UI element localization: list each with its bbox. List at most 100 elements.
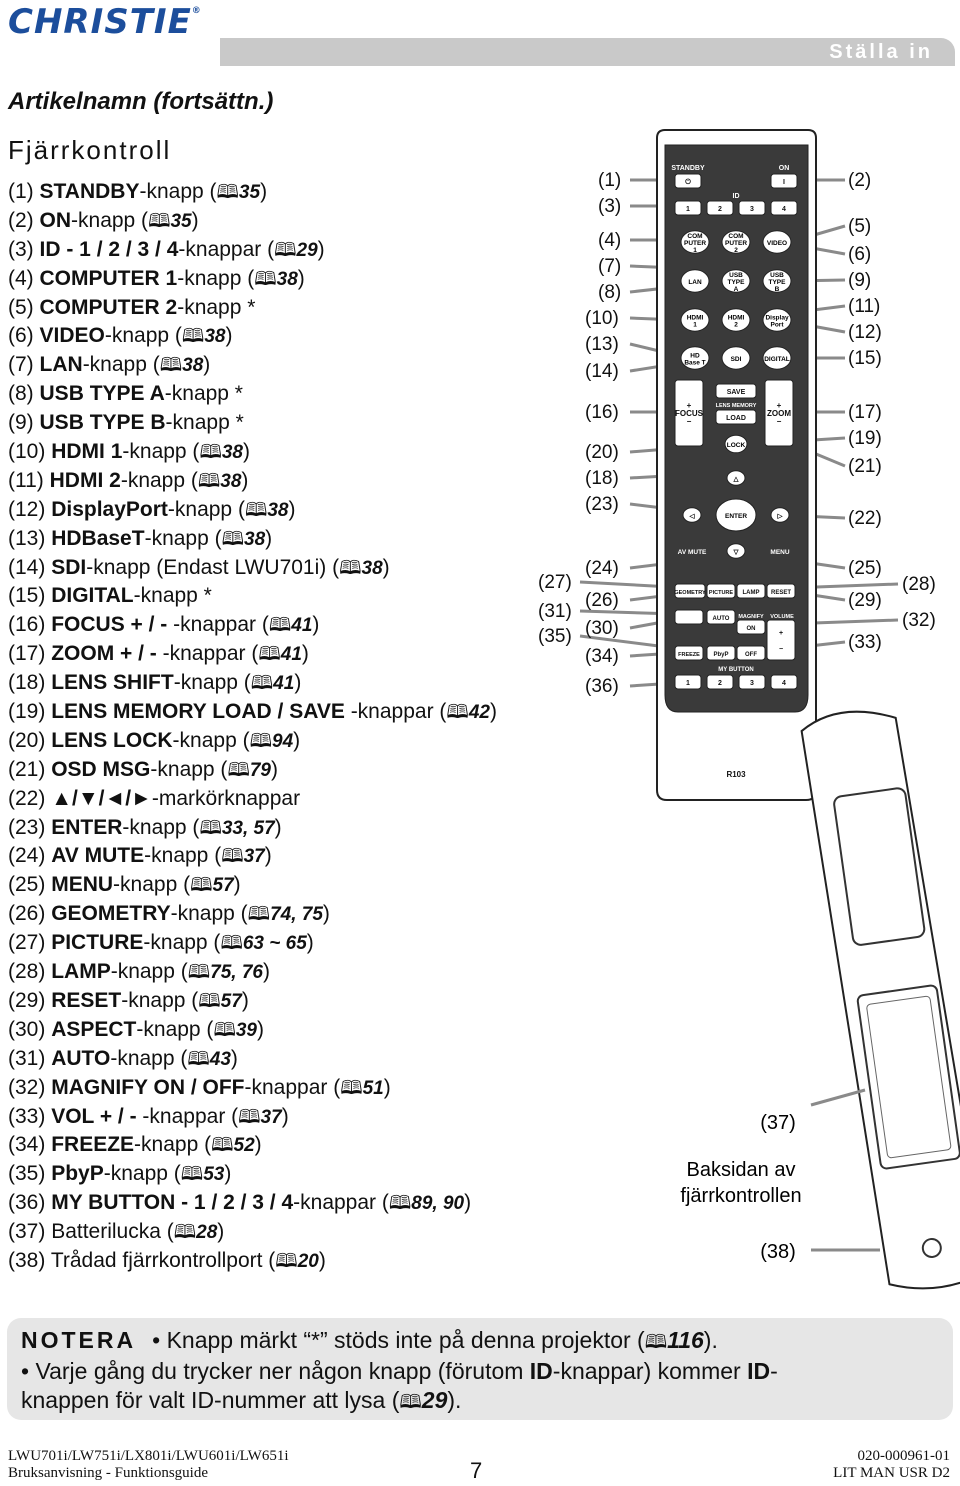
hdbaset-button[interactable]: HDBase T	[680, 346, 710, 370]
item-page: 35	[170, 210, 192, 232]
item-name: PbyP	[51, 1162, 104, 1186]
remote-button-label: AUTO	[713, 616, 730, 622]
item-number: (8)	[8, 382, 34, 406]
item-end: )	[264, 844, 272, 868]
magnify-on-button[interactable]: ON	[736, 619, 766, 635]
book-icon: 🕮	[399, 1392, 422, 1413]
freeze-button[interactable]: FREEZE	[674, 645, 704, 661]
book-icon: 🕮	[199, 817, 222, 839]
standby-button[interactable]: ⏻	[674, 173, 702, 189]
on-button[interactable]: I	[770, 173, 798, 189]
list-item: (28) LAMP-knapp (🕮75, 76)	[8, 958, 608, 987]
callout-label: (4)	[598, 230, 621, 251]
pbyp-button[interactable]: PbyP	[706, 645, 736, 661]
my1-button[interactable]: 1	[674, 674, 702, 690]
remote-button-label: −	[687, 417, 692, 426]
item-text: -knapp (	[71, 208, 149, 232]
picture-button[interactable]: PICTURE	[706, 583, 736, 599]
save-button[interactable]: SAVE	[715, 383, 757, 399]
my2-button[interactable]: 2	[706, 674, 734, 690]
book-icon: 🕮	[339, 557, 362, 579]
down-arrow-button[interactable]: ▽	[726, 543, 746, 559]
item-page: 89, 90	[411, 1193, 465, 1215]
note-dash: -	[770, 1358, 778, 1384]
lock-button[interactable]: LOCK	[724, 434, 748, 454]
item-number: (37)	[8, 1220, 46, 1244]
remote-button-label: PICTURE	[709, 590, 733, 596]
remote-button-label: LAMP	[743, 590, 760, 596]
book-icon: 🕮	[187, 1048, 210, 1070]
focus-button[interactable]: +FOCUS−	[674, 379, 704, 447]
item-end: )	[281, 1104, 289, 1128]
item-name: OSD MSG	[51, 757, 151, 781]
aspect-button[interactable]	[674, 609, 704, 625]
left-arrow-button[interactable]: ◁	[682, 507, 702, 523]
item-text: -knapp (	[143, 931, 221, 955]
displayport-button[interactable]: DisplayPort	[762, 308, 792, 332]
digital-button[interactable]: DIGITAL	[762, 346, 792, 370]
remote-button-label: DIGITAL	[764, 356, 790, 363]
item-name: LAN	[39, 353, 83, 377]
list-item: (17) ZOOM + / - -knappar (🕮41)	[8, 640, 608, 669]
book-icon: 🕮	[197, 470, 221, 492]
my3-button[interactable]: 3	[738, 674, 766, 690]
book-icon: 🕮	[213, 1019, 236, 1041]
item-number: (15)	[8, 584, 46, 608]
callout-label: (27)	[538, 572, 572, 593]
item-end: )	[241, 988, 249, 1012]
auto-button[interactable]: AUTO	[706, 609, 736, 625]
id1-button[interactable]: 1	[674, 200, 702, 216]
video-button[interactable]: VIDEO	[762, 230, 792, 254]
item-end: )	[464, 1191, 472, 1215]
book-icon: 🕮	[180, 1164, 204, 1186]
reset-button[interactable]: RESET	[766, 583, 796, 599]
volume-button[interactable]: +−	[766, 619, 796, 661]
list-item: (12) DisplayPort-knapp (🕮38)	[8, 496, 608, 525]
geometry-button[interactable]: GEOMETRY	[674, 583, 706, 599]
sdi-button[interactable]: SDI	[721, 346, 751, 370]
back-label: (37)	[760, 1112, 796, 1134]
item-end: )	[322, 902, 330, 926]
item-number: (12)	[8, 497, 46, 521]
up-arrow-button[interactable]: △	[726, 470, 746, 486]
load-button[interactable]: LOAD	[715, 409, 757, 425]
item-end: )	[203, 353, 211, 377]
item-text: -knapp (	[172, 728, 250, 752]
item-page: 74, 75	[270, 904, 323, 926]
note-box: NOTERA• Knapp märkt “*” stöds inte på de…	[7, 1318, 953, 1420]
book-icon: 🕮	[190, 875, 213, 897]
lamp-button[interactable]: LAMP	[736, 583, 766, 599]
id3-button[interactable]: 3	[738, 200, 766, 216]
id2-button[interactable]: 2	[706, 200, 734, 216]
remote-button-label: A	[734, 286, 739, 293]
remote-button-label: −	[777, 417, 782, 426]
book-icon: 🕮	[275, 1250, 298, 1272]
callout-label: (26)	[585, 590, 619, 611]
book-icon: 🕮	[388, 1193, 412, 1215]
remote-button-label: VIDEO	[767, 240, 787, 247]
callout-label: (33)	[848, 632, 882, 653]
item-text: -knapp (	[120, 468, 198, 492]
lan-button[interactable]: LAN	[680, 269, 710, 293]
list-item: (18) LENS SHIFT-knapp (🕮41)	[8, 669, 608, 698]
item-text: Batterilucka (	[51, 1220, 174, 1244]
my4-button[interactable]: 4	[770, 674, 798, 690]
id4-button[interactable]: 4	[770, 200, 798, 216]
zoom-button[interactable]: +ZOOM−	[764, 379, 794, 447]
my-button-label: MY BUTTON	[718, 667, 753, 673]
item-number: (17)	[8, 642, 46, 666]
enter-button[interactable]: ENTER	[715, 498, 757, 532]
right-arrow-button[interactable]: ▷	[770, 507, 790, 523]
magnify-off-button[interactable]: OFF	[736, 645, 766, 661]
remote-button-label: Port	[771, 322, 785, 329]
item-page: 51	[362, 1077, 384, 1099]
list-item: (5) COMPUTER 2-knapp *	[8, 294, 608, 323]
